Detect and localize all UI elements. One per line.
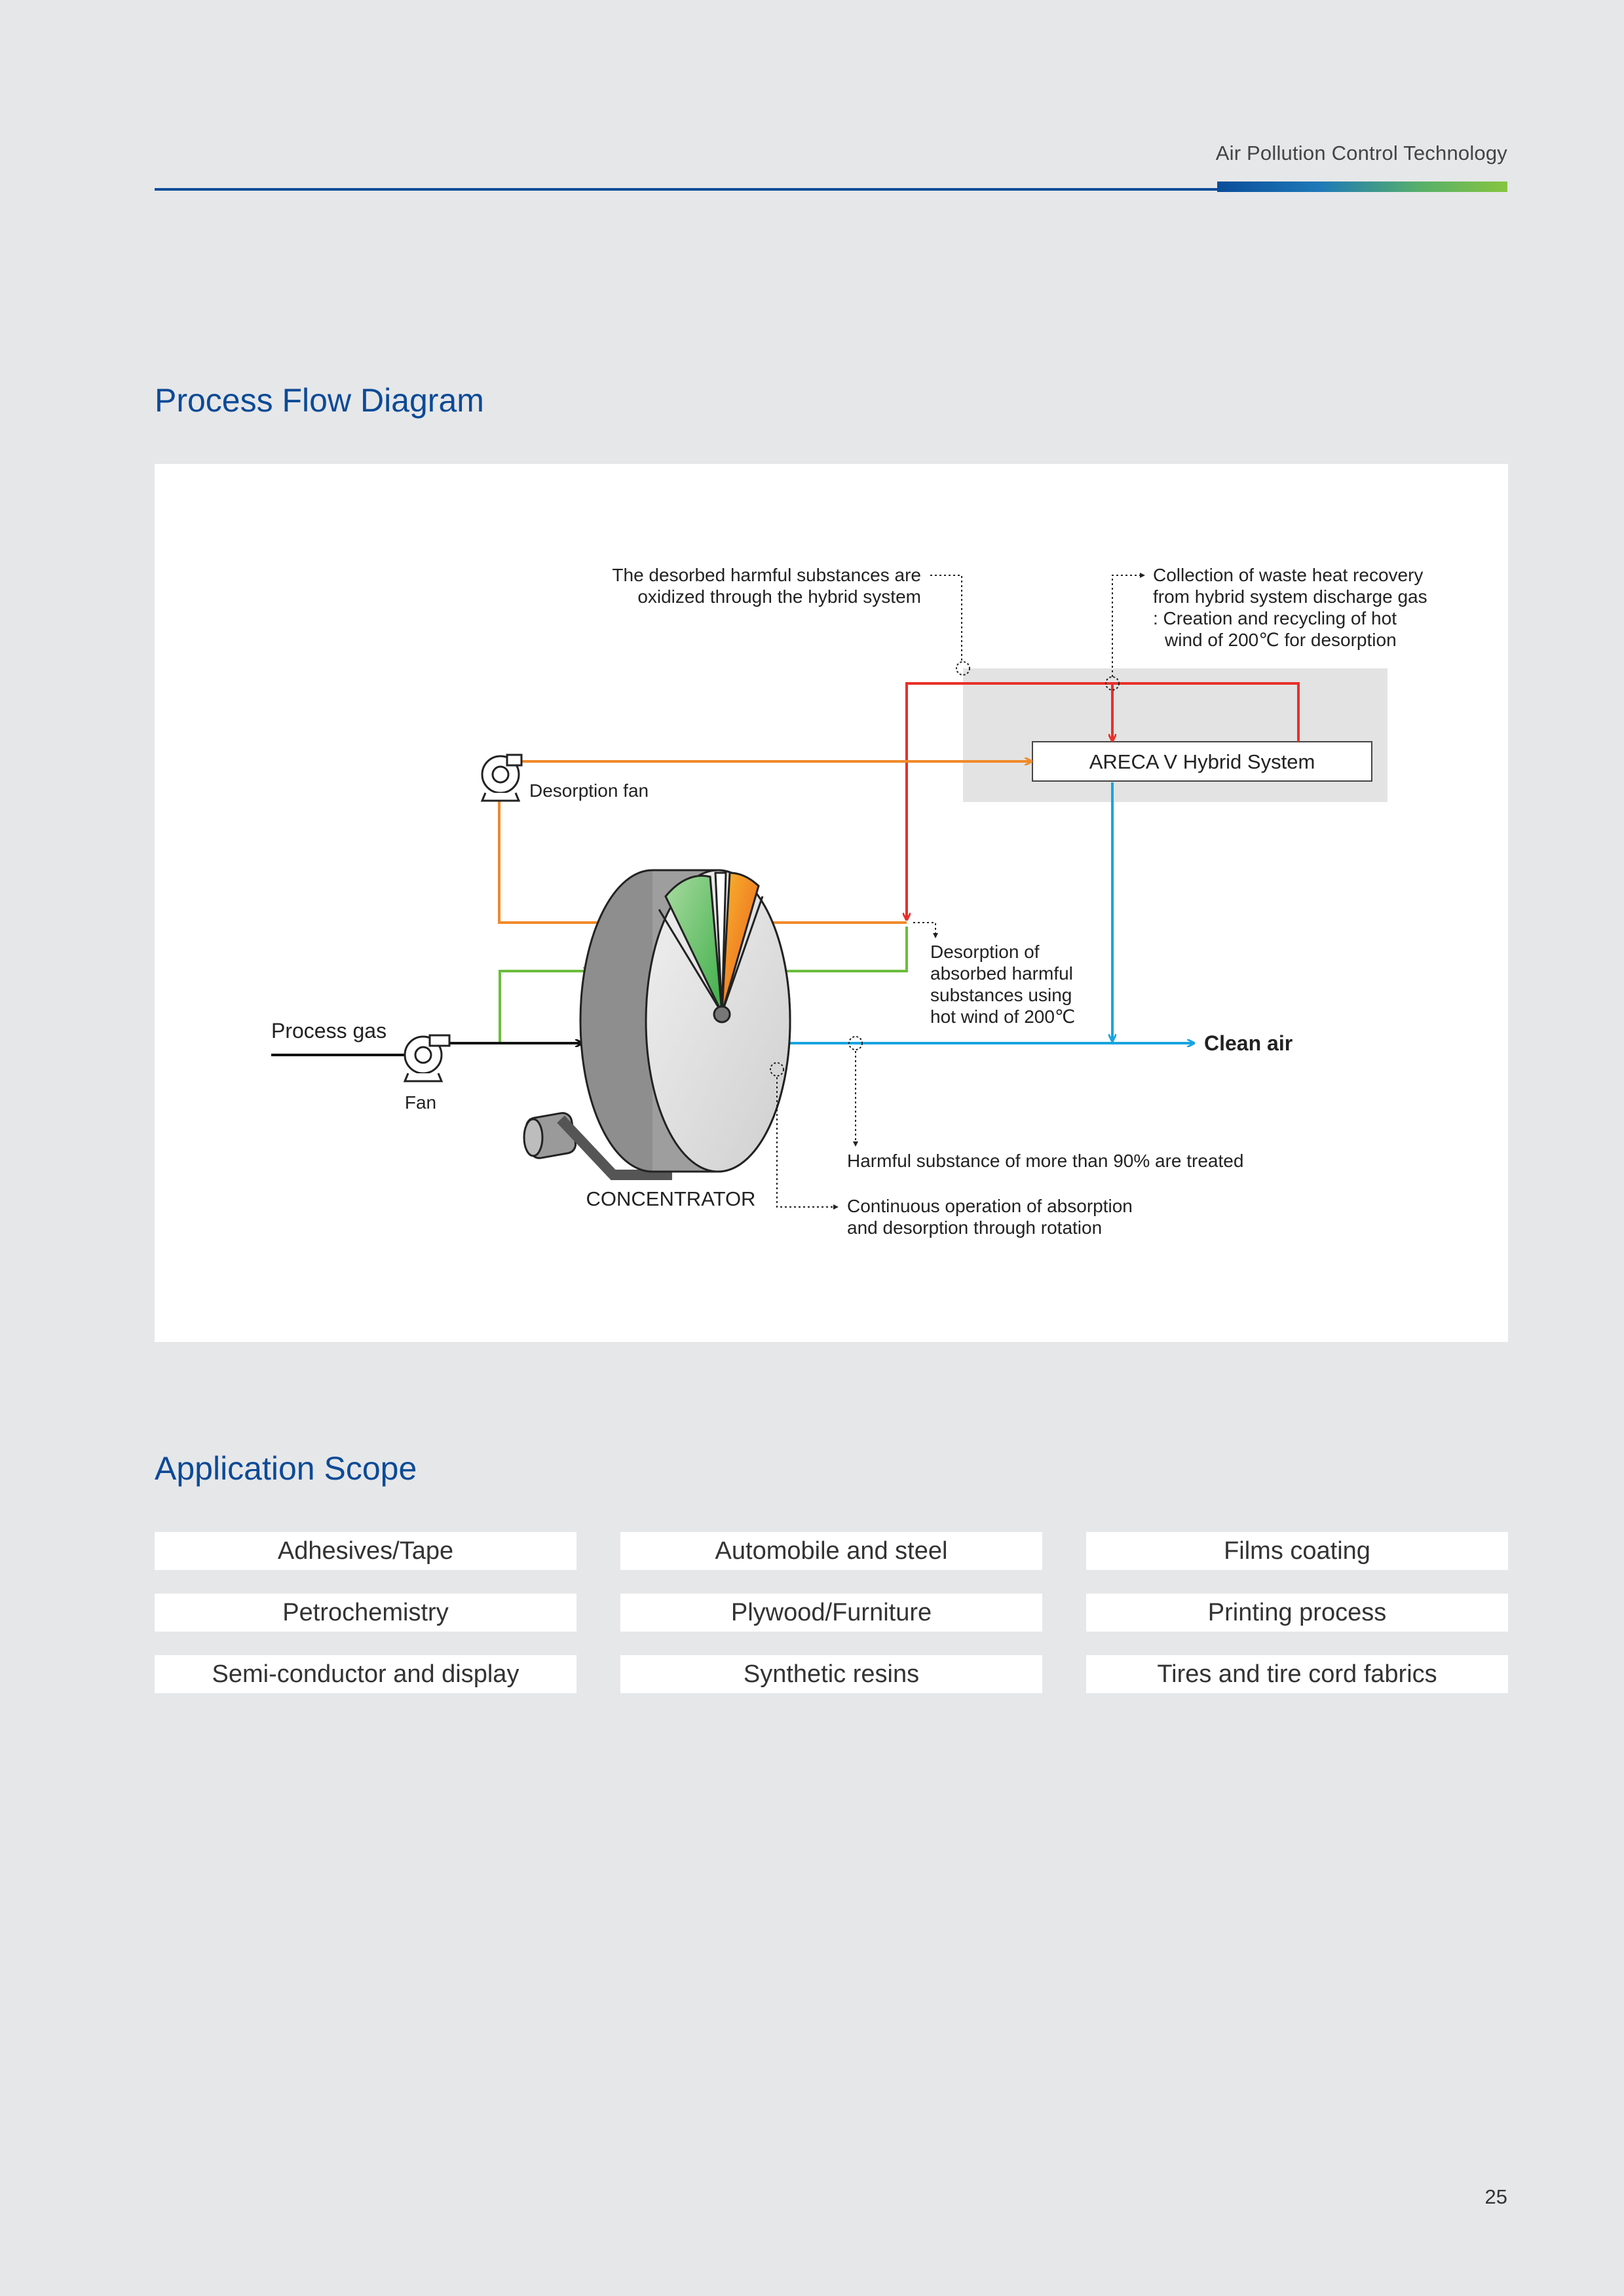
svg-text:Desorption of: Desorption of bbox=[930, 942, 1040, 962]
svg-text:Continuous operation of absorp: Continuous operation of absorption bbox=[847, 1196, 1133, 1216]
scope-item-semiconductor: Semi-conductor and display bbox=[155, 1655, 576, 1693]
note-desorption: Desorption of absorbed harmful substance… bbox=[913, 922, 1075, 1027]
scope-item-petrochemistry: Petrochemistry bbox=[155, 1594, 576, 1632]
note-treated: Harmful substance of more than 90% are t… bbox=[847, 1036, 1243, 1171]
scope-item-automobile: Automobile and steel bbox=[620, 1532, 1042, 1570]
svg-text:Harmful substance of more than: Harmful substance of more than 90% are t… bbox=[847, 1151, 1243, 1171]
desorption-fan-label: Desorption fan bbox=[529, 780, 649, 801]
header-title: Air Pollution Control Technology bbox=[1215, 142, 1507, 164]
page-number: 25 bbox=[1484, 2185, 1507, 2208]
process-flow-title: Process Flow Diagram bbox=[155, 382, 484, 419]
note-heat-recovery: Collection of waste heat recovery from h… bbox=[1105, 565, 1427, 691]
process-fan-icon bbox=[403, 1034, 451, 1082]
svg-text:and desorption through rotatio: and desorption through rotation bbox=[847, 1217, 1102, 1238]
fan-label: Fan bbox=[405, 1092, 436, 1113]
process-gas-label: Process gas bbox=[271, 1019, 387, 1043]
svg-text:wind of 200℃ for desorption: wind of 200℃ for desorption bbox=[1164, 630, 1397, 650]
scope-item-printing: Printing process bbox=[1086, 1594, 1508, 1632]
scope-item-plywood: Plywood/Furniture bbox=[620, 1594, 1042, 1632]
svg-text:from hybrid system discharge g: from hybrid system discharge gas bbox=[1153, 586, 1427, 607]
scope-item-tires: Tires and tire cord fabrics bbox=[1086, 1655, 1508, 1693]
svg-text:substances using: substances using bbox=[930, 985, 1072, 1005]
svg-text:oxidized through the hybrid sy: oxidized through the hybrid system bbox=[637, 586, 921, 607]
svg-text:: Creation and recycling of ho: : Creation and recycling of hot bbox=[1153, 608, 1397, 628]
hybrid-system-box bbox=[1032, 741, 1372, 782]
svg-text:Collection of waste heat recov: Collection of waste heat recovery bbox=[1153, 565, 1423, 585]
hybrid-system-label: ARECA V Hybrid System bbox=[1089, 750, 1315, 773]
cooling-air-branch-line bbox=[499, 971, 590, 1043]
scope-item-films: Films coating bbox=[1086, 1532, 1508, 1570]
application-scope-title: Application Scope bbox=[155, 1450, 417, 1487]
concentrator-label: CONCENTRATOR bbox=[586, 1187, 756, 1210]
scope-item-adhesives: Adhesives/Tape bbox=[155, 1532, 576, 1570]
application-scope-grid: Adhesives/Tape Automobile and steel Film… bbox=[155, 1532, 1508, 1693]
note-rotation: Continuous operation of absorption and d… bbox=[770, 1062, 1133, 1238]
scope-item-synthetic-resins: Synthetic resins bbox=[620, 1655, 1042, 1693]
hybrid-system-area bbox=[963, 668, 1388, 802]
svg-text:absorbed harmful: absorbed harmful bbox=[930, 963, 1073, 984]
svg-text:The desorbed harmful substance: The desorbed harmful substances are bbox=[612, 565, 921, 585]
process-flow-svg: ARECA V Hybrid System Desorption fan bbox=[271, 565, 1427, 1238]
note-oxidized: The desorbed harmful substances are oxid… bbox=[612, 565, 970, 676]
clean-air-label: Clean air bbox=[1204, 1031, 1293, 1055]
header-divider bbox=[155, 188, 1217, 191]
header-accent-bar bbox=[1217, 182, 1507, 192]
svg-text:hot wind of 200℃: hot wind of 200℃ bbox=[930, 1006, 1075, 1027]
process-flow-diagram: ARECA V Hybrid System Desorption fan bbox=[155, 464, 1508, 1342]
concentrator-wheel bbox=[523, 869, 791, 1180]
hot-wind-line bbox=[907, 682, 1300, 919]
desorption-fan-icon bbox=[480, 754, 523, 802]
